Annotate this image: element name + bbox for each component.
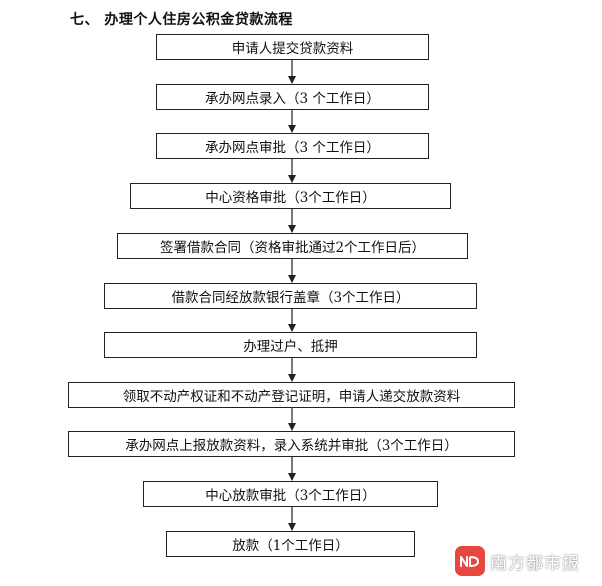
step-10-center-loan-approval: 中心放款审批（3个工作日） [143, 481, 438, 507]
step-5-sign-contract: 签署借款合同（资格审批通过2个工作日后） [117, 233, 468, 259]
step-4-center-qualification: 中心资格审批（3个工作日） [130, 183, 451, 209]
newspaper-logo: 南方都市报 [455, 546, 580, 576]
step-11-loan-release: 放款（1个工作日） [166, 531, 415, 557]
newspaper-name: 南方都市报 [490, 553, 580, 574]
step-2-branch-entry: 承办网点录入（3 个工作日） [156, 84, 429, 110]
flowchart-title: 七、 办理个人住房公积金贷款流程 [70, 12, 293, 28]
step-8-receive-certificates: 领取不动产权证和不动产登记证明，申请人递交放款资料 [68, 382, 515, 408]
step-7-transfer-mortgage: 办理过户、抵押 [104, 332, 477, 358]
step-6-bank-seal: 借款合同经放款银行盖章（3个工作日） [104, 283, 477, 309]
step-9-branch-report: 承办网点上报放款资料，录入系统并审批（3个工作日） [68, 431, 515, 457]
step-1-submit-materials: 申请人提交贷款资料 [156, 34, 429, 60]
nd-logo-icon [455, 546, 485, 576]
step-3-branch-approval: 承办网点审批（3 个工作日） [156, 133, 429, 159]
